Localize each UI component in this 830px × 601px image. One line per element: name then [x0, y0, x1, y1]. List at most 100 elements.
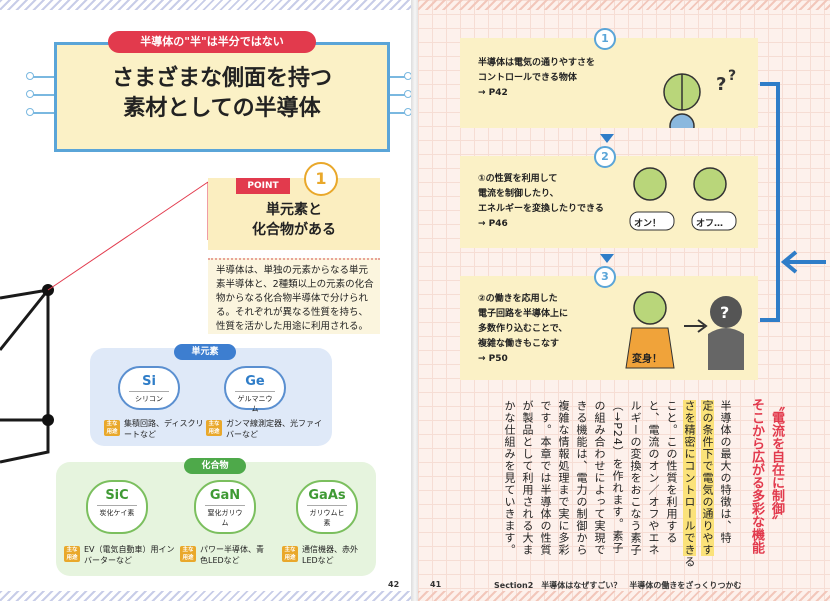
step-1-card: [460, 38, 758, 128]
use-badge: 主な用途: [282, 546, 298, 562]
body-line: こと。この性質を利用する: [665, 400, 678, 544]
use-badge: 主な用途: [206, 420, 222, 436]
vertical-heading-line-2: そこから広がる多彩な機能: [749, 398, 764, 554]
body-line: きる機能は、電力の制御から: [575, 400, 588, 556]
step-1-number: 1: [594, 28, 616, 50]
element-circle-ge: Ge ゲルマニウム: [224, 366, 286, 413]
atom-dot: [42, 414, 54, 426]
step-2-text: ①の性質を利用して 電流を制御したり、 エネルギーを変換したりできる → P46: [478, 172, 628, 232]
step-text-line: 電子回路を半導体上に: [478, 309, 569, 319]
svg-text:?: ?: [720, 303, 729, 322]
circuit-pin: [384, 112, 406, 114]
element-name: 炭化ケイ素: [96, 505, 138, 518]
step-down-arrow-icon: [600, 254, 614, 263]
title-line-1: さまざまな側面を持つ: [111, 66, 332, 91]
step-1-text: 半導体は電気の通りやすさを コントロールできる物体 → P42: [478, 56, 628, 101]
body-line-highlight: 定の条件下で電気の通りやす: [701, 400, 714, 556]
element-symbol: GaAs: [308, 488, 346, 503]
body-line: ルギーの変換をおこなう素子: [629, 400, 642, 556]
element-use: ガンマ線測定器、光ファイバーなど: [226, 419, 322, 439]
step-2-number: 2: [594, 146, 616, 168]
use-badge-text: 主な用途: [208, 421, 220, 435]
use-badge: 主な用途: [180, 546, 196, 562]
step-text-line: エネルギーを変換したりできる: [478, 204, 604, 214]
element-use: 集積回路、ディスクリートなど: [124, 419, 204, 439]
circuit-pin: [32, 94, 54, 96]
circuit-pin-dot: [26, 72, 34, 80]
step-3-text: ②の働きを応用した 電子回路を半導体上に 多数作り込むことで、 複雑な働きもこな…: [478, 292, 628, 367]
element-circle-sic: SiC 炭化ケイ素: [86, 480, 148, 534]
body-line: る: [683, 556, 696, 568]
svg-text:?: ?: [728, 68, 736, 84]
element-symbol: GaN: [209, 488, 241, 503]
step-text-line: → P50: [478, 354, 508, 364]
element-circle-gaas: GaAs ガリウムヒ素: [296, 480, 358, 534]
vertical-heading-line-1: 〝電流を自在に制御〟: [769, 398, 784, 528]
group-tag-single: 単元素: [174, 344, 236, 360]
body-line: かな仕組みを見ていきます。: [503, 400, 516, 556]
use-badge-text: 主な用途: [284, 547, 296, 561]
step-3-number: 3: [594, 266, 616, 288]
use-badge: 主な用途: [104, 420, 120, 436]
point-title-line-1: 単元素と: [266, 202, 322, 218]
section-footer: Section2 半導体はなぜすごい？ 半導体の働きをざっくりつかむ: [494, 581, 742, 590]
circuit-pin: [32, 76, 54, 78]
element-name: ゲルマニウム: [234, 391, 276, 414]
element-name: ガリウムヒ素: [306, 505, 348, 528]
bubble-on: オン！: [634, 219, 662, 229]
group-tag-compound: 化合物: [184, 458, 246, 474]
circuit-pin: [384, 76, 406, 78]
top-hatch-right: [418, 0, 830, 10]
element-symbol: Si: [142, 374, 156, 389]
page-number-right: 41: [430, 580, 442, 589]
vertical-heading: 〝電流を自在に制御〟 そこから広がる多彩な機能: [746, 398, 786, 578]
body-line: 複雑な情報処理まで実に多彩: [557, 400, 570, 556]
bubble-henshin: 変身！: [632, 354, 662, 365]
step-text-line: 複雑な働きもこなす: [478, 339, 560, 349]
page-number-left: 42: [388, 580, 400, 589]
element-name: 窒化ガリウム: [204, 505, 246, 528]
body-line: が製品として利用される大ま: [521, 400, 534, 556]
step-text-line: ②の働きを応用した: [478, 294, 558, 304]
character-transform-illustration: ?: [625, 291, 744, 370]
body-line: （→P24）を作れます。素子: [611, 400, 624, 554]
circuit-pin: [32, 112, 54, 114]
step-text-line: → P42: [478, 88, 508, 98]
top-hatch: [0, 0, 412, 10]
point-body: 半導体は、単独の元素からなる単元素半導体と、2種類以上の元素の化合物からなる化合…: [208, 258, 380, 334]
point-title: 単元素と 化合物がある: [208, 200, 380, 240]
step-text-line: 電流を制御したり、: [478, 189, 559, 199]
step-text-line: 半導体は電気の通りやすさを: [478, 58, 596, 68]
vertical-body-text: 半導体の最大の特徴は、特 定の条件下で電気の通りやす さを精密にコントロールでき…: [468, 400, 734, 576]
use-badge-text: 主な用途: [66, 547, 78, 561]
connector-line: [47, 181, 209, 291]
book-gutter: [411, 0, 419, 601]
characters-on-off-illustration: [629, 167, 737, 231]
bottom-hatch-right: [418, 591, 830, 601]
title-tag: 半導体の"半"は半分ではない: [108, 31, 316, 53]
use-badge: 主な用途: [64, 546, 80, 562]
page-title: さまざまな側面を持つ 素材としての半導体: [54, 64, 390, 124]
body-line: 半導体の最大の特徴は、特: [719, 400, 732, 544]
element-symbol: Ge: [245, 374, 265, 389]
bubble-off: オフ…: [696, 219, 724, 229]
step-text-line: → P46: [478, 219, 508, 229]
element-use: EV（電気自動車）用インバーターなど: [84, 545, 175, 565]
step-text-line: コントロールできる物体: [478, 73, 577, 83]
body-line-highlight: さを精密にコントロールでき: [683, 400, 696, 556]
element-symbol: SiC: [105, 488, 129, 503]
circuit-pin: [384, 94, 406, 96]
character-confused-illustration: ? ?: [663, 68, 736, 128]
point-number-bulb-icon: 1: [304, 162, 338, 196]
body-line: です。本章では半導体の性質: [539, 400, 552, 556]
step-text-line: ①の性質を利用して: [478, 174, 558, 184]
use-badge-text: 主な用途: [182, 547, 194, 561]
use-badge-text: 主な用途: [106, 421, 118, 435]
cube-edge: [0, 289, 50, 351]
body-line: の組み合わせによって実現で: [593, 400, 606, 556]
element-use: 通信機器、赤外LEDなど: [302, 545, 358, 565]
element-name: シリコン: [128, 391, 170, 404]
bracket-arrow-icon: [760, 82, 826, 322]
element-circle-si: Si シリコン: [118, 366, 180, 410]
step-down-arrow-icon: [600, 134, 614, 143]
